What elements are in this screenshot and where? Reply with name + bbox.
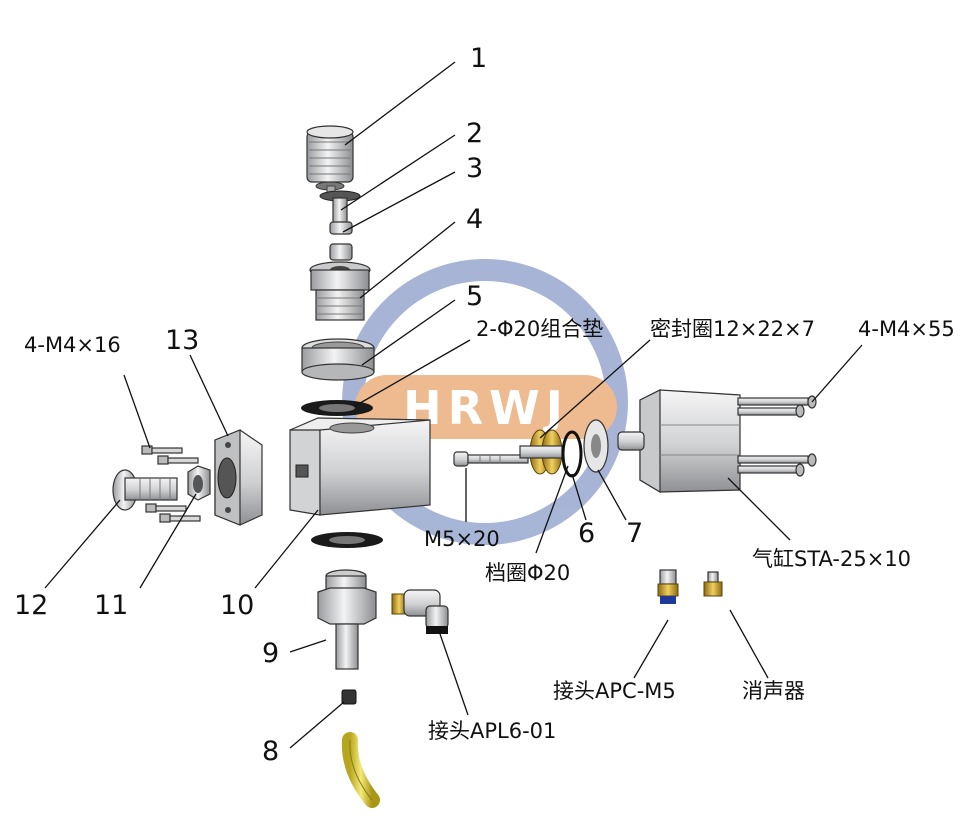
part-12-bolt (112, 469, 178, 511)
label-screws-m4x16: 4-M4×16 (24, 333, 121, 357)
part-number-12: 12 (14, 590, 48, 621)
part-number-6: 6 (578, 518, 595, 549)
part-11-nut (187, 465, 211, 501)
part-number-8: 8 (262, 736, 279, 767)
part-labels: 4-M4×16 2-Φ20组合垫 密封圈12×22×7 4-M4×55 M5×2… (24, 317, 955, 743)
seal-ring-12x22x7 (519, 429, 563, 475)
screw-m5x20 (453, 451, 529, 467)
screws-m4x16 (141, 445, 201, 523)
yellow-tube (341, 732, 380, 808)
cylinder-sta-25x10 (617, 389, 741, 494)
label-cylinder: 气缸STA-25×10 (752, 547, 911, 571)
part-number-13: 13 (165, 325, 199, 356)
fitting-apc-m5 (657, 569, 679, 604)
label-washer-combo: 2-Φ20组合垫 (476, 317, 603, 341)
part-1-threaded-cap (306, 125, 354, 197)
part-8-small-nut (341, 689, 357, 705)
label-muffler: 消声器 (742, 679, 805, 703)
label-fitting-apl6-01: 接头APL6-01 (428, 719, 556, 743)
part-numbers: 1 2 3 4 5 6 7 8 9 10 11 12 13 (14, 43, 643, 767)
part-13-flange (214, 429, 263, 526)
leader-lines (44, 61, 863, 749)
part-number-9: 9 (262, 638, 279, 669)
part-number-11: 11 (94, 590, 128, 621)
part-7-washer (583, 419, 609, 473)
label-screw-m5x20: M5×20 (424, 527, 500, 551)
gasket-upper-hole (319, 404, 355, 412)
part-number-2: 2 (466, 118, 483, 149)
part-number-7: 7 (626, 518, 643, 549)
label-fitting-apc-m5: 接头APC-M5 (553, 679, 676, 703)
part-number-1: 1 (470, 43, 487, 74)
fitting-apl6-01 (391, 589, 449, 634)
part-number-10: 10 (220, 590, 254, 621)
part-number-3: 3 (466, 153, 483, 184)
part-5-ring (301, 338, 375, 381)
label-retaining-ring: 档圈Φ20 (485, 561, 570, 585)
part-3-small-nut (329, 221, 353, 261)
part-number-5: 5 (466, 281, 483, 312)
screws-m4x55 (737, 395, 817, 477)
gasket-lower-hole (329, 536, 365, 544)
part-4-valve-body (309, 261, 371, 321)
label-seal-ring: 密封圈12×22×7 (650, 317, 815, 341)
part-9-fitting (317, 569, 377, 670)
part-10-main-block (289, 417, 431, 516)
part-number-4: 4 (466, 204, 483, 235)
muffler (703, 571, 723, 597)
label-screws-m4x55: 4-M4×55 (858, 317, 955, 341)
